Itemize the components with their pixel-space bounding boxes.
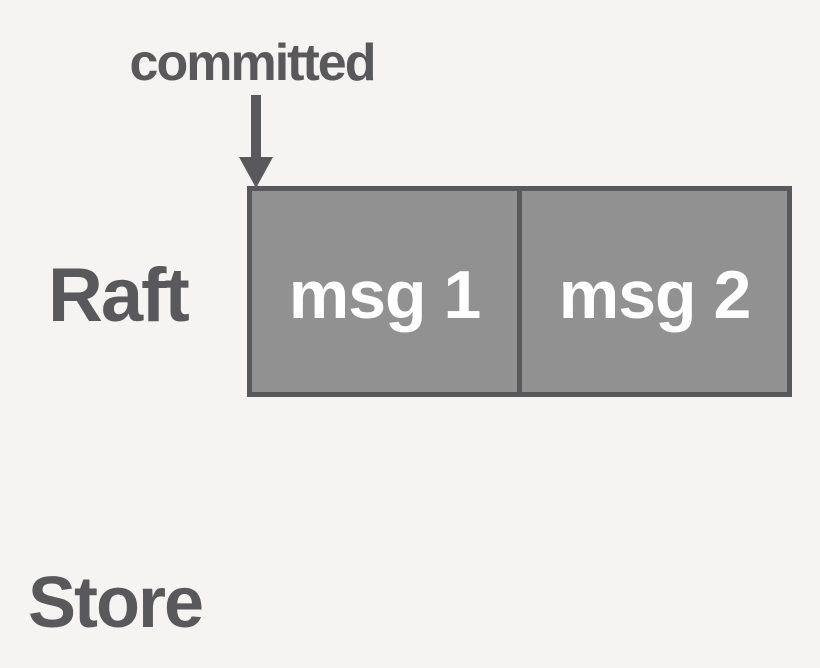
log-entry-2: msg 2 [517, 191, 787, 392]
committed-down-arrow-icon [239, 95, 273, 188]
committed-label: committed [129, 34, 377, 92]
row-label-store: Store [28, 563, 204, 643]
log-entry-2-label: msg 2 [558, 256, 752, 333]
raft-log-entries: msg 1 msg 2 [247, 186, 792, 397]
log-entry-1: msg 1 [252, 191, 517, 392]
log-entry-1-label: msg 1 [288, 256, 482, 333]
row-label-raft: Raft [48, 253, 190, 338]
